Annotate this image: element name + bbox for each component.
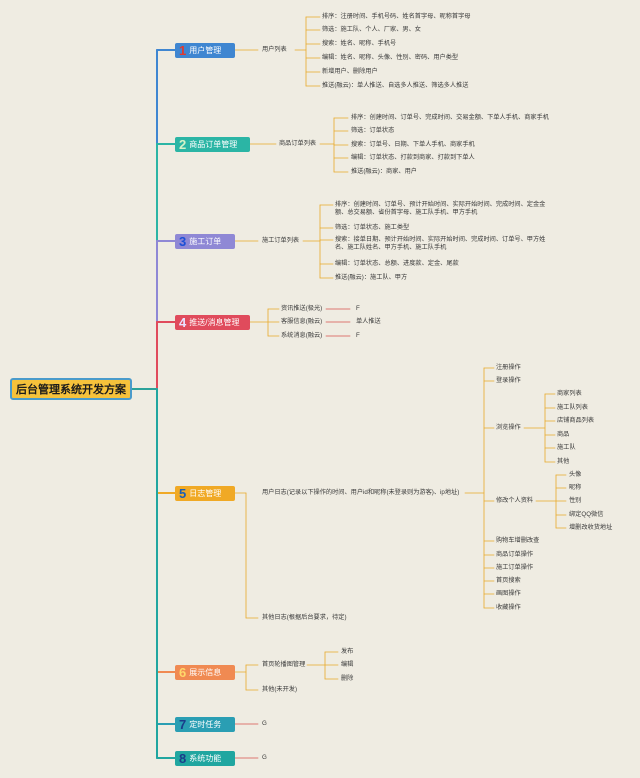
- b6-item[interactable]: 发布: [341, 648, 354, 655]
- branch-label: 用户管理: [189, 45, 222, 55]
- branch-number: 7: [179, 716, 187, 732]
- b6-item[interactable]: 编辑: [341, 661, 354, 668]
- b1-sub-label[interactable]: 用户列表: [262, 46, 287, 53]
- b5-op[interactable]: 登录操作: [496, 377, 521, 384]
- b5-op[interactable]: 购物车增删改查: [496, 537, 540, 544]
- root-label: 后台管理系统开发方案: [16, 384, 126, 396]
- b5-browse-item[interactable]: 施工队列表: [557, 404, 588, 411]
- b3-item[interactable]: 排序：创建时间、订单号、预计开始时间、实际开始时间、完成时间、定金金额、总交易额…: [335, 201, 546, 216]
- b1-item[interactable]: 搜索：姓名、昵称、手机号: [322, 40, 397, 47]
- branch-number: 6: [179, 664, 187, 680]
- b5-op[interactable]: 画图操作: [496, 590, 521, 597]
- branch-label: 系统功能: [189, 753, 222, 763]
- b6-sub2-label[interactable]: 其他(未开发): [262, 686, 298, 693]
- branch-label: 商品订单管理: [189, 139, 238, 149]
- b5-op[interactable]: 首页搜索: [496, 577, 521, 584]
- b5-op[interactable]: 收藏操作: [496, 604, 521, 611]
- b5-op[interactable]: 注册操作: [496, 364, 521, 371]
- b1-item[interactable]: 推送(融云)：单人推送、自选多人推送、筛选多人推送: [322, 82, 469, 89]
- b5-browse-item[interactable]: 商家列表: [557, 390, 582, 397]
- b5-op[interactable]: 浏览操作: [496, 424, 521, 431]
- b2-item[interactable]: 编辑：订单状态、打款到商家、打款到下单人: [351, 154, 475, 161]
- b2-item[interactable]: 搜索：订单号、日期、下单人手机、商家手机: [351, 141, 475, 148]
- b4-item[interactable]: 资讯推送(极光): [281, 305, 323, 312]
- b1-item[interactable]: 新增用户、删除用户: [322, 68, 378, 75]
- b5-profile-item[interactable]: 增删改收货地址: [569, 524, 613, 531]
- branch-number: 8: [179, 750, 187, 766]
- b2-item[interactable]: 推送(融云)：商家、用户: [351, 168, 417, 175]
- b5-browse-item[interactable]: 商品: [557, 431, 570, 438]
- b3-item[interactable]: 编辑：订单状态、总额、进度款、定金、尾款: [335, 260, 459, 267]
- b4-item-value[interactable]: 单人推送: [356, 318, 381, 325]
- b4-item-value[interactable]: F: [356, 332, 360, 339]
- b5-profile-item[interactable]: 绑定QQ微信: [569, 511, 604, 518]
- b6-sub1-label[interactable]: 首页轮播图管理: [262, 661, 306, 668]
- branch-number: 5: [179, 485, 187, 501]
- b5-profile-item[interactable]: 昵称: [569, 484, 582, 491]
- branch-label: 施工订单: [189, 236, 222, 246]
- b4-item[interactable]: 客服信息(融云): [281, 318, 323, 325]
- branch-number: 3: [179, 233, 187, 249]
- b5-browse-item[interactable]: 施工队: [557, 444, 576, 451]
- b4-item-value[interactable]: F: [356, 305, 360, 312]
- b5-profile-item[interactable]: 性别: [569, 497, 582, 504]
- branch-label: 日志管理: [189, 488, 222, 498]
- b5-sub2-label[interactable]: 其他日志(根据后台要求，待定): [262, 614, 347, 621]
- branch-number: 4: [179, 314, 187, 330]
- b3-item[interactable]: 搜索：接单日期、预计开始时间、实际开始时间、完成时间、订单号、甲方姓名、施工队姓…: [335, 236, 546, 251]
- branch-label: 定时任务: [189, 719, 222, 729]
- branch-number: 1: [179, 42, 187, 58]
- b5-browse-item[interactable]: 其他: [557, 458, 570, 465]
- b5-sub1-label[interactable]: 用户日志(记录以下操作的时间、用户id和昵称(未登录则为游客)、ip地址): [262, 489, 460, 496]
- b5-profile-item[interactable]: 头像: [569, 471, 582, 478]
- b3-sub-label[interactable]: 施工订单列表: [262, 237, 300, 244]
- b7-value[interactable]: G: [262, 720, 267, 727]
- b5-op[interactable]: 施工订单操作: [496, 564, 534, 571]
- b2-sub-label[interactable]: 商品订单列表: [279, 140, 317, 147]
- b8-value[interactable]: G: [262, 754, 267, 761]
- b6-item[interactable]: 删除: [341, 675, 354, 682]
- b2-item[interactable]: 筛选：订单状态: [351, 127, 395, 134]
- b1-item[interactable]: 编辑：姓名、昵称、头像、性别、密码、用户类型: [322, 54, 459, 61]
- b3-item[interactable]: 筛选：订单状态、施工类型: [335, 224, 410, 231]
- b4-item[interactable]: 系统消息(融云): [281, 332, 323, 339]
- branch-number: 2: [179, 136, 187, 152]
- b1-item[interactable]: 筛选：施工队、个人、厂家、男、女: [322, 26, 421, 33]
- b3-item[interactable]: 推送(融云)：施工队、甲方: [335, 274, 408, 281]
- branch-label: 展示信息: [189, 667, 222, 677]
- b2-item[interactable]: 排序：创建时间、订单号、完成时间、交易金额、下单人手机、商家手机: [351, 114, 549, 121]
- b5-browse-item[interactable]: 店铺商品列表: [557, 417, 595, 424]
- root-node[interactable]: 后台管理系统开发方案: [10, 378, 132, 400]
- b1-item[interactable]: 排序：注册时间、手机号码、姓名首字母、昵称首字母: [322, 13, 471, 20]
- branch-label: 推送/消息管理: [189, 317, 240, 327]
- b5-op[interactable]: 修改个人资料: [496, 497, 534, 504]
- b5-op[interactable]: 商品订单操作: [496, 551, 534, 558]
